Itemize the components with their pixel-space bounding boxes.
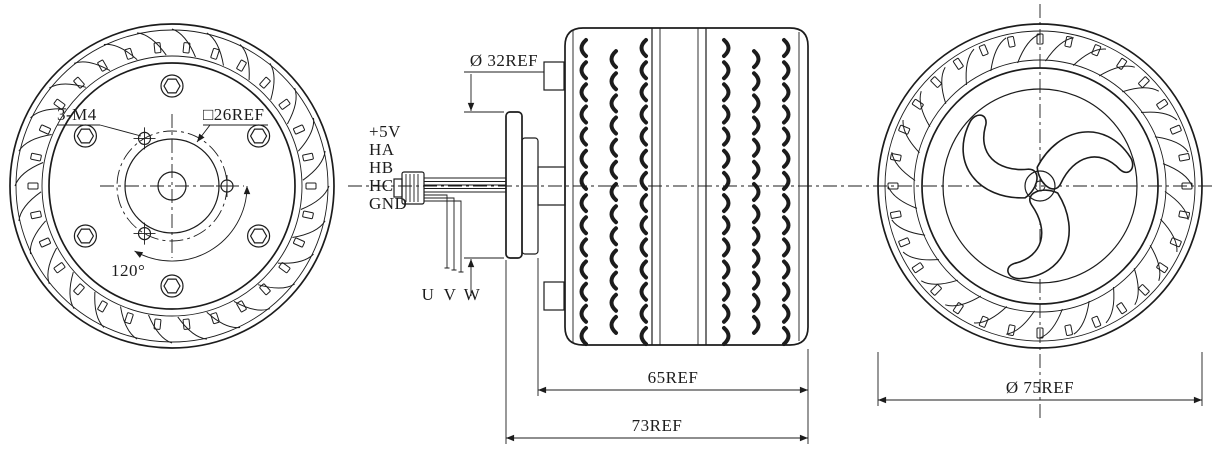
front-rim-edge-outer	[913, 59, 1167, 313]
phase-label-row: U V W	[422, 285, 481, 304]
holes-callout-label: 3-M4	[57, 105, 97, 124]
tread-fins-right	[722, 38, 791, 346]
phase-label-v: V	[444, 285, 457, 304]
wire-label-5v: +5V	[369, 122, 401, 141]
fan-blades	[962, 114, 1134, 280]
fan-blade-1	[1036, 131, 1134, 190]
square-callout-label: □26REF	[203, 105, 264, 124]
motor-body-outline	[564, 27, 809, 346]
wire-label-gnd: GND	[369, 194, 407, 213]
tread-fins-left	[579, 38, 648, 346]
dim-flange-32: Ø 32REF	[464, 51, 544, 296]
rear-tire-outer-inner	[15, 29, 329, 343]
fan-blade-3	[962, 114, 1038, 199]
front-tire-tread-pattern	[887, 33, 1193, 339]
rear-tire-outer-edge	[9, 23, 335, 349]
front-hub-center-hole	[1034, 180, 1046, 192]
front-tire-outer-edge	[877, 23, 1203, 349]
angle-dimension-arc	[134, 185, 251, 262]
dim-body-65: 65REF	[537, 258, 809, 444]
clamp-tab-top	[543, 61, 565, 91]
wire-label-stack: +5V HA HB HC GND	[369, 122, 407, 213]
signal-wires	[424, 177, 506, 193]
rear-rim-edge-inner	[48, 62, 296, 310]
front-hub-ring	[942, 88, 1138, 284]
square-callout-leader	[196, 124, 211, 143]
wire-label-ha: HA	[369, 140, 395, 159]
mount-flange	[505, 111, 523, 259]
dim-75-label: Ø 75REF	[1006, 378, 1074, 397]
dim-73-label: 73REF	[632, 416, 683, 435]
dim-diameter-75: Ø 75REF	[877, 352, 1203, 406]
dim-65-label: 65REF	[648, 368, 699, 387]
phase-wires	[424, 194, 464, 273]
front-hub-center	[1024, 170, 1056, 202]
front-view: Ø 75REF	[877, 4, 1203, 420]
flange-back-plate	[521, 137, 539, 255]
dim-overall-73: 73REF	[505, 260, 808, 444]
front-tire-outer-inner	[884, 30, 1196, 342]
angle-dimension-label: 120°	[111, 261, 145, 280]
wire-connector	[401, 171, 425, 205]
rear-view: 120° 3-M4 □26REF	[9, 23, 335, 349]
phase-label-w: W	[464, 285, 481, 304]
rear-tire-tread-pattern	[14, 28, 330, 344]
connector-ridges	[405, 174, 419, 202]
wire-label-hb: HB	[369, 158, 394, 177]
clamp-tab-bottom	[543, 281, 565, 311]
fan-blade-2	[1007, 189, 1070, 280]
rear-rim-edge-outer	[41, 55, 303, 317]
front-rim-edge-inner	[921, 67, 1159, 305]
dim-flange-label: Ø 32REF	[470, 51, 538, 70]
side-view: +5V HA HB HC GND U V W Ø 32REF	[369, 27, 809, 444]
wire-label-hc: HC	[369, 176, 394, 195]
phase-label-u: U	[422, 285, 435, 304]
holes-callout-leader	[99, 124, 142, 137]
